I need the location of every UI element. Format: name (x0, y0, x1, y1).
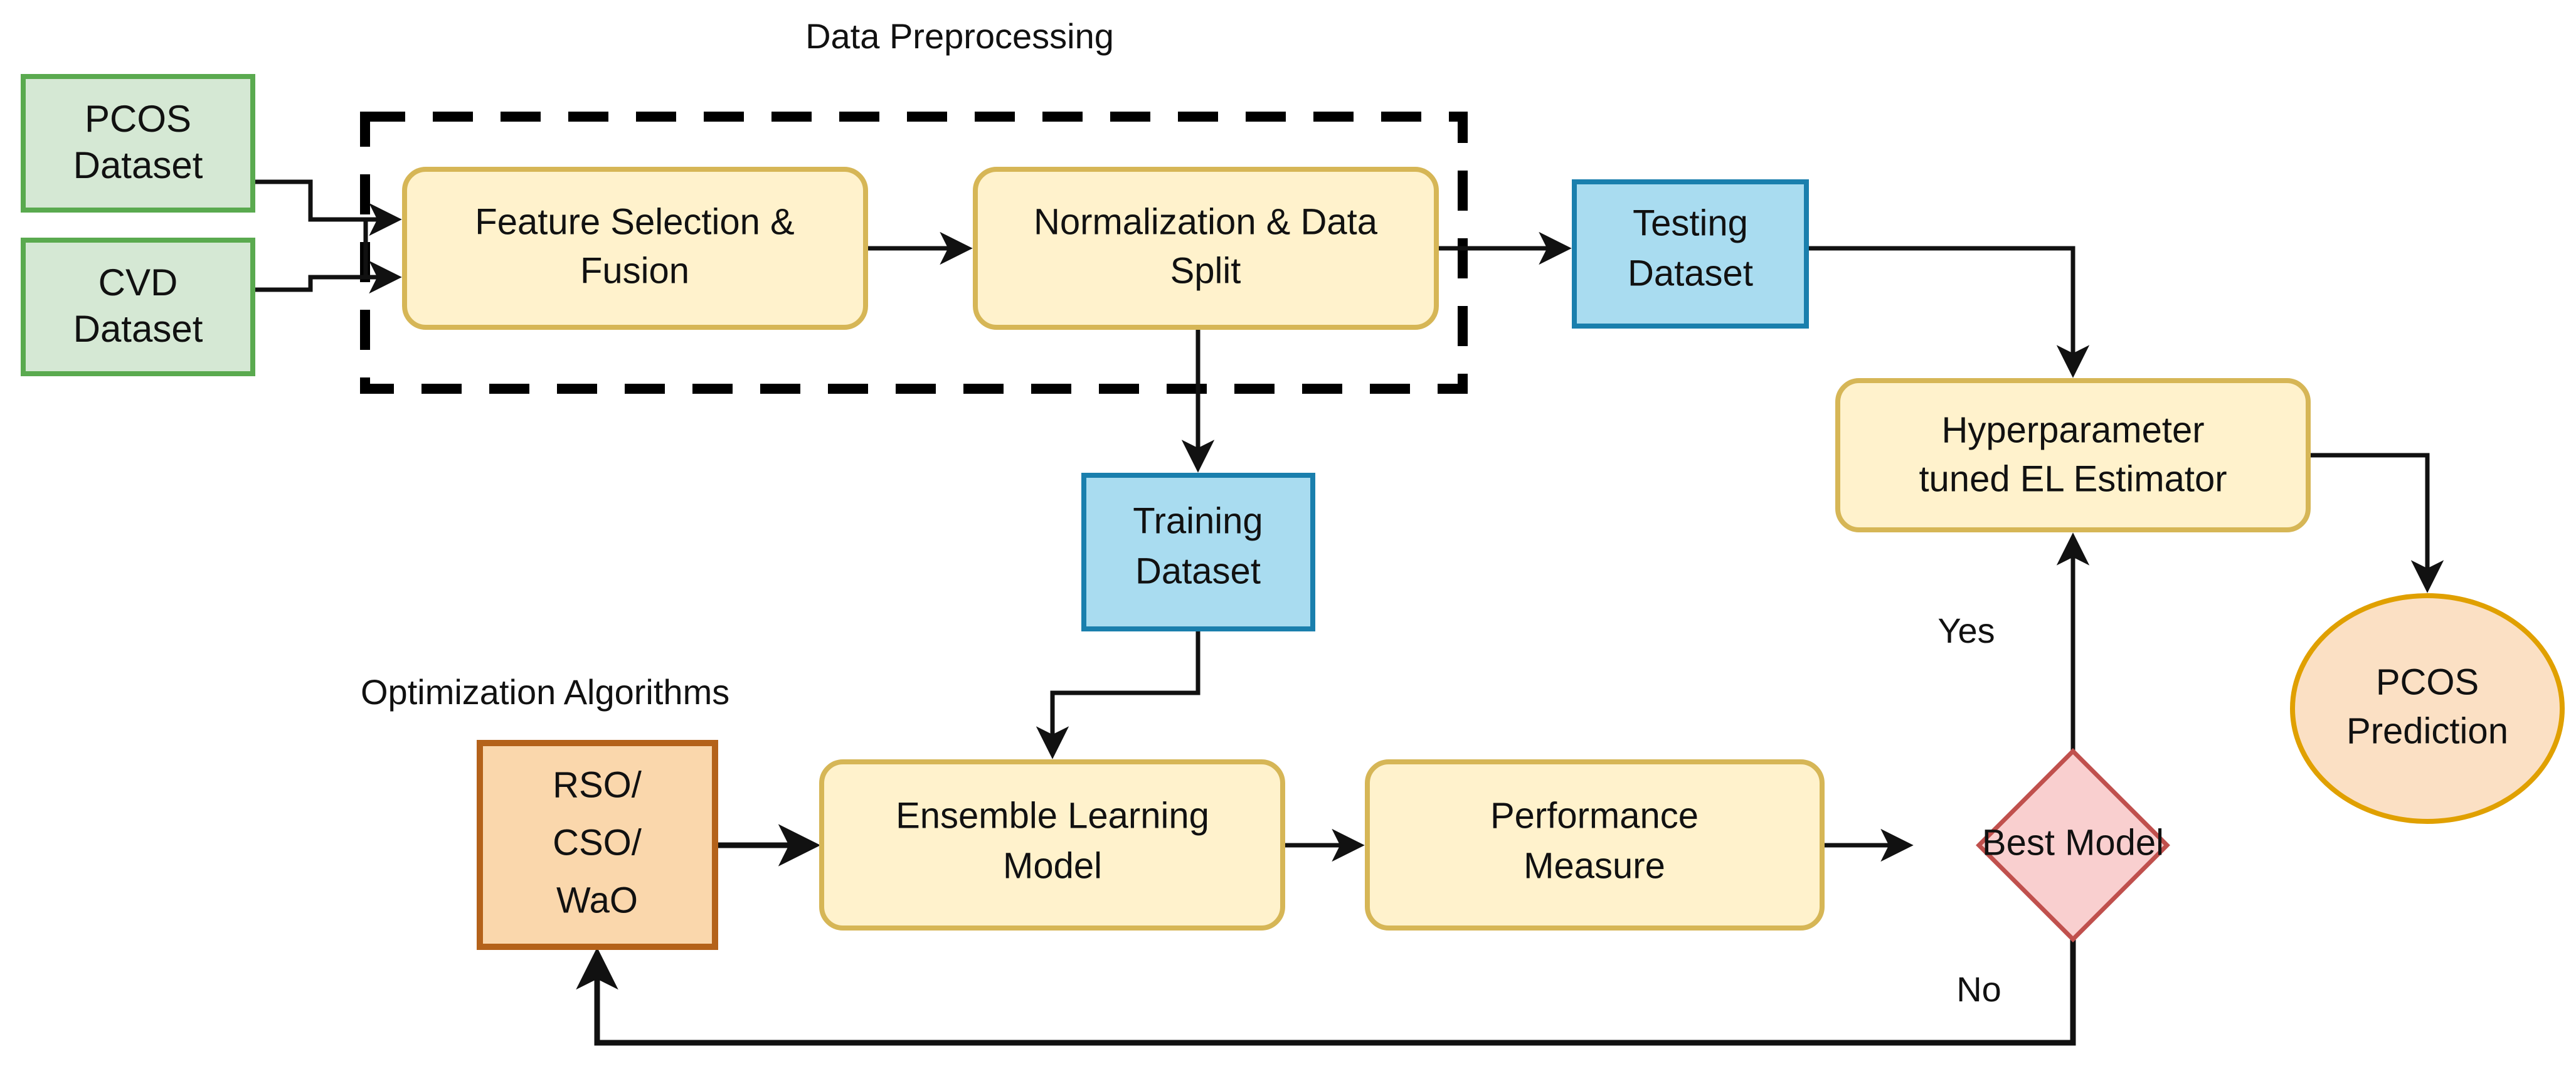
node-best-model-decision[interactable]: Best Model (1976, 748, 2170, 942)
node-hyperparameter-line2: tuned EL Estimator (1919, 458, 2227, 499)
node-cvd-dataset[interactable]: CVD Dataset (21, 238, 255, 376)
node-hyperparameter-line1: Hyperparameter (1941, 409, 2204, 450)
node-performance-measure[interactable]: Performance Measure (1365, 759, 1825, 931)
node-pcos-prediction-line2: Prediction (2346, 710, 2508, 751)
node-pcos-dataset-line2: Dataset (73, 144, 203, 186)
node-normalization-data-split[interactable]: Normalization & Data Split (973, 167, 1439, 330)
node-optimizers-line1: RSO/ (553, 764, 642, 805)
node-cvd-dataset-line1: CVD (98, 261, 178, 303)
optimization-algorithms-group-label: Optimization Algorithms (361, 672, 729, 712)
node-optimizers-line3: WaO (556, 880, 638, 920)
node-feature-selection-fusion[interactable]: Feature Selection & Fusion (402, 167, 868, 330)
node-cvd-dataset-line2: Dataset (73, 308, 203, 350)
edge-hyperparameter-to-pcos-prediction (2308, 453, 2444, 593)
node-training-dataset-line2: Dataset (1135, 551, 1261, 591)
node-hyperparameter-tuned-el-estimator[interactable]: Hyperparameter tuned EL Estimator (1835, 378, 2311, 532)
node-ensemble-model-line2: Model (1003, 845, 1102, 886)
edge-label-yes: Yes (1937, 611, 1995, 650)
edge-testing-dataset-to-hyperparameter (1806, 246, 2090, 378)
edge-cvd-to-feature-selection (253, 260, 402, 294)
node-feature-selection-line1: Feature Selection & (475, 201, 794, 242)
node-testing-dataset-line2: Dataset (1628, 253, 1753, 293)
node-ensemble-model-line1: Ensemble Learning (896, 795, 1209, 836)
node-best-model-label: Best Model (1982, 822, 2164, 863)
node-ensemble-learning-model[interactable]: Ensemble Learning Model (819, 759, 1285, 931)
edge-training-dataset-to-ensemble-model (1036, 629, 1201, 759)
node-normalization-line2: Split (1170, 250, 1241, 291)
node-pcos-dataset[interactable]: PCOS Dataset (21, 74, 255, 213)
node-optimizers-rso-cso-wao[interactable]: RSO/ CSO/ WaO (477, 740, 718, 950)
edge-label-no: No (1956, 969, 2001, 1009)
node-pcos-prediction[interactable]: PCOS Prediction (2290, 593, 2565, 824)
node-pcos-prediction-line1: PCOS (2376, 662, 2479, 702)
data-preprocessing-group-label: Data Preprocessing (805, 16, 1114, 56)
node-optimizers-line2: CSO/ (553, 822, 642, 863)
node-performance-line1: Performance (1490, 795, 1699, 836)
node-performance-line2: Measure (1524, 845, 1665, 886)
node-feature-selection-line2: Fusion (580, 250, 689, 291)
node-pcos-dataset-line1: PCOS (85, 98, 191, 140)
node-testing-dataset-line1: Testing (1633, 203, 1748, 243)
node-testing-dataset[interactable]: Testing Dataset (1572, 179, 1809, 329)
node-training-dataset-line1: Training (1133, 500, 1263, 541)
node-normalization-line1: Normalization & Data (1034, 201, 1378, 242)
node-training-dataset[interactable]: Training Dataset (1081, 473, 1315, 631)
edge-pcos-to-feature-selection (253, 179, 402, 236)
edge-best-model-no-to-optimizers (576, 939, 2076, 1046)
